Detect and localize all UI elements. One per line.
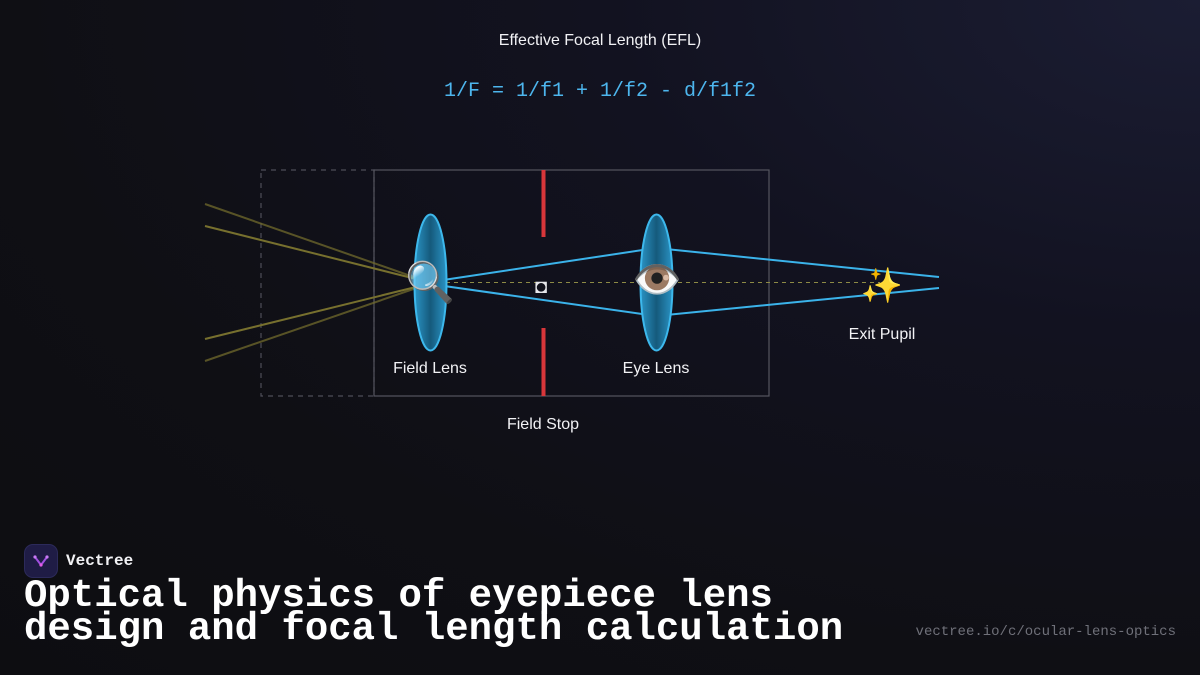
field-lens-label: Field Lens (393, 360, 467, 377)
efl-formula: 1/F = 1/f1 + 1/f2 - d/f1f2 (444, 80, 756, 103)
brand-name: Vectree (66, 552, 134, 570)
magnifier-icon: 🔍 (405, 257, 455, 305)
incoming-ray (204, 203, 429, 283)
vectree-logo-icon (24, 544, 58, 578)
image-plane-box (260, 169, 375, 397)
eye-lens-label: Eye Lens (623, 360, 690, 377)
incoming-rays (204, 203, 429, 362)
page-headline: Optical physics of eyepiece lens design … (24, 574, 844, 651)
field-stop-label: Field Stop (507, 416, 579, 433)
diagram-title: Effective Focal Length (EFL) (499, 32, 701, 49)
field-lens (413, 213, 448, 352)
brand: Vectree (24, 544, 133, 578)
incoming-ray (204, 283, 429, 340)
sparkle-icon: ✨ (861, 267, 903, 305)
eye-icon: 👁️ (632, 258, 682, 302)
exit-pupil-label: Exit Pupil (849, 326, 916, 343)
eye-lens (639, 213, 674, 352)
focal-point-icon: ◘ (535, 276, 547, 298)
source-url: vectree.io/c/ocular-lens-optics (915, 624, 1176, 640)
incoming-ray (204, 283, 429, 362)
incoming-ray (204, 225, 429, 283)
